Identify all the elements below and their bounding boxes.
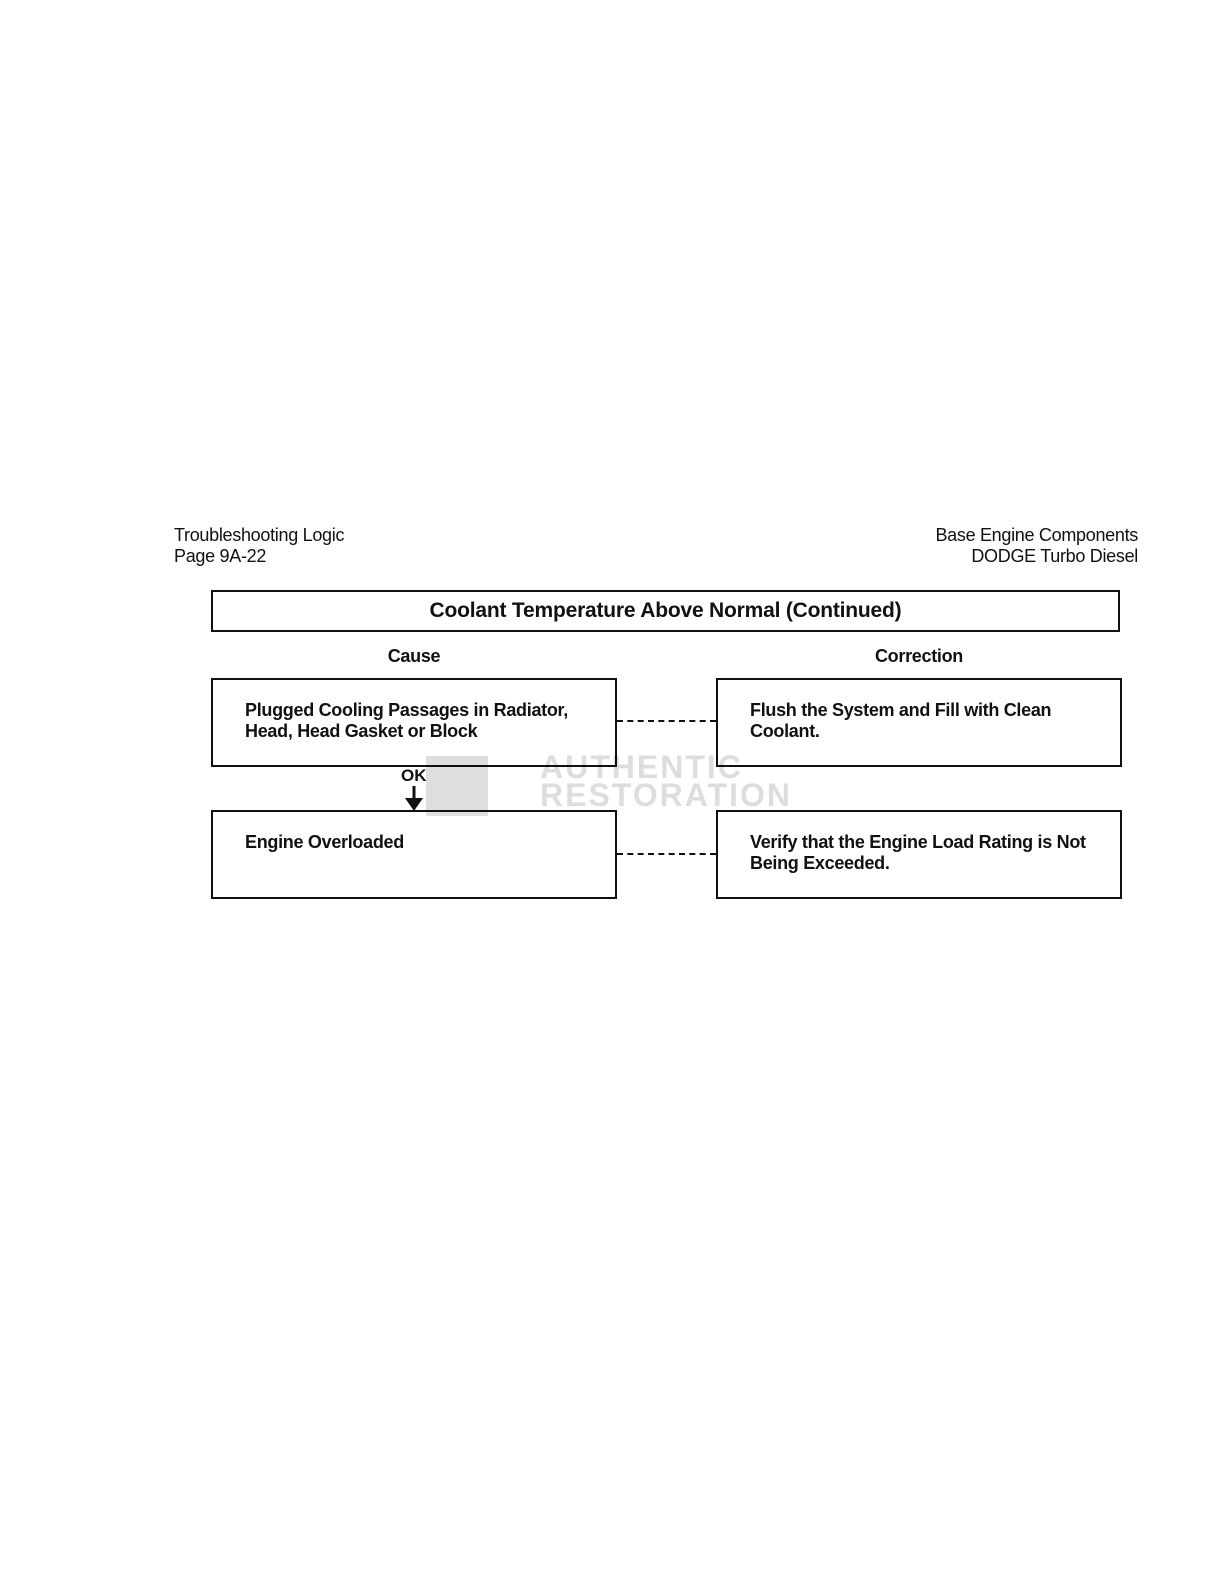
vehicle-title: DODGE Turbo Diesel: [971, 546, 1138, 566]
cause-heading: Cause: [387, 646, 441, 666]
chapter-title: Base Engine Components: [935, 525, 1138, 545]
correction-box-1: Flush the System and Fill with Clean Coo…: [716, 678, 1122, 767]
ok-label: OK: [401, 766, 427, 785]
cause-box-2: Engine Overloaded: [211, 810, 617, 899]
page-number: Page 9A-22: [174, 546, 267, 566]
cause-box-1: Plugged Cooling Passages in Radiator, He…: [211, 678, 617, 767]
header-left: Troubleshooting Logic Page 9A-22: [174, 525, 344, 567]
down-arrow-icon: [405, 786, 423, 811]
correction-heading: Correction: [874, 646, 963, 666]
watermark-line-2: RESTORATION: [540, 777, 792, 813]
dashed-connector-1: [617, 720, 716, 722]
section-title: Troubleshooting Logic: [174, 525, 345, 545]
dashed-connector-2: [617, 853, 716, 855]
header-right: Base Engine Components DODGE Turbo Diese…: [935, 525, 1138, 567]
chart-title: Coolant Temperature Above Normal (Contin…: [211, 590, 1120, 632]
watermark: AUTHENTIC RESTORATION: [426, 749, 796, 818]
watermark-logo-icon: [426, 756, 488, 816]
watermark-line-1: AUTHENTIC: [540, 749, 743, 785]
correction-box-2: Verify that the Engine Load Rating is No…: [716, 810, 1122, 899]
